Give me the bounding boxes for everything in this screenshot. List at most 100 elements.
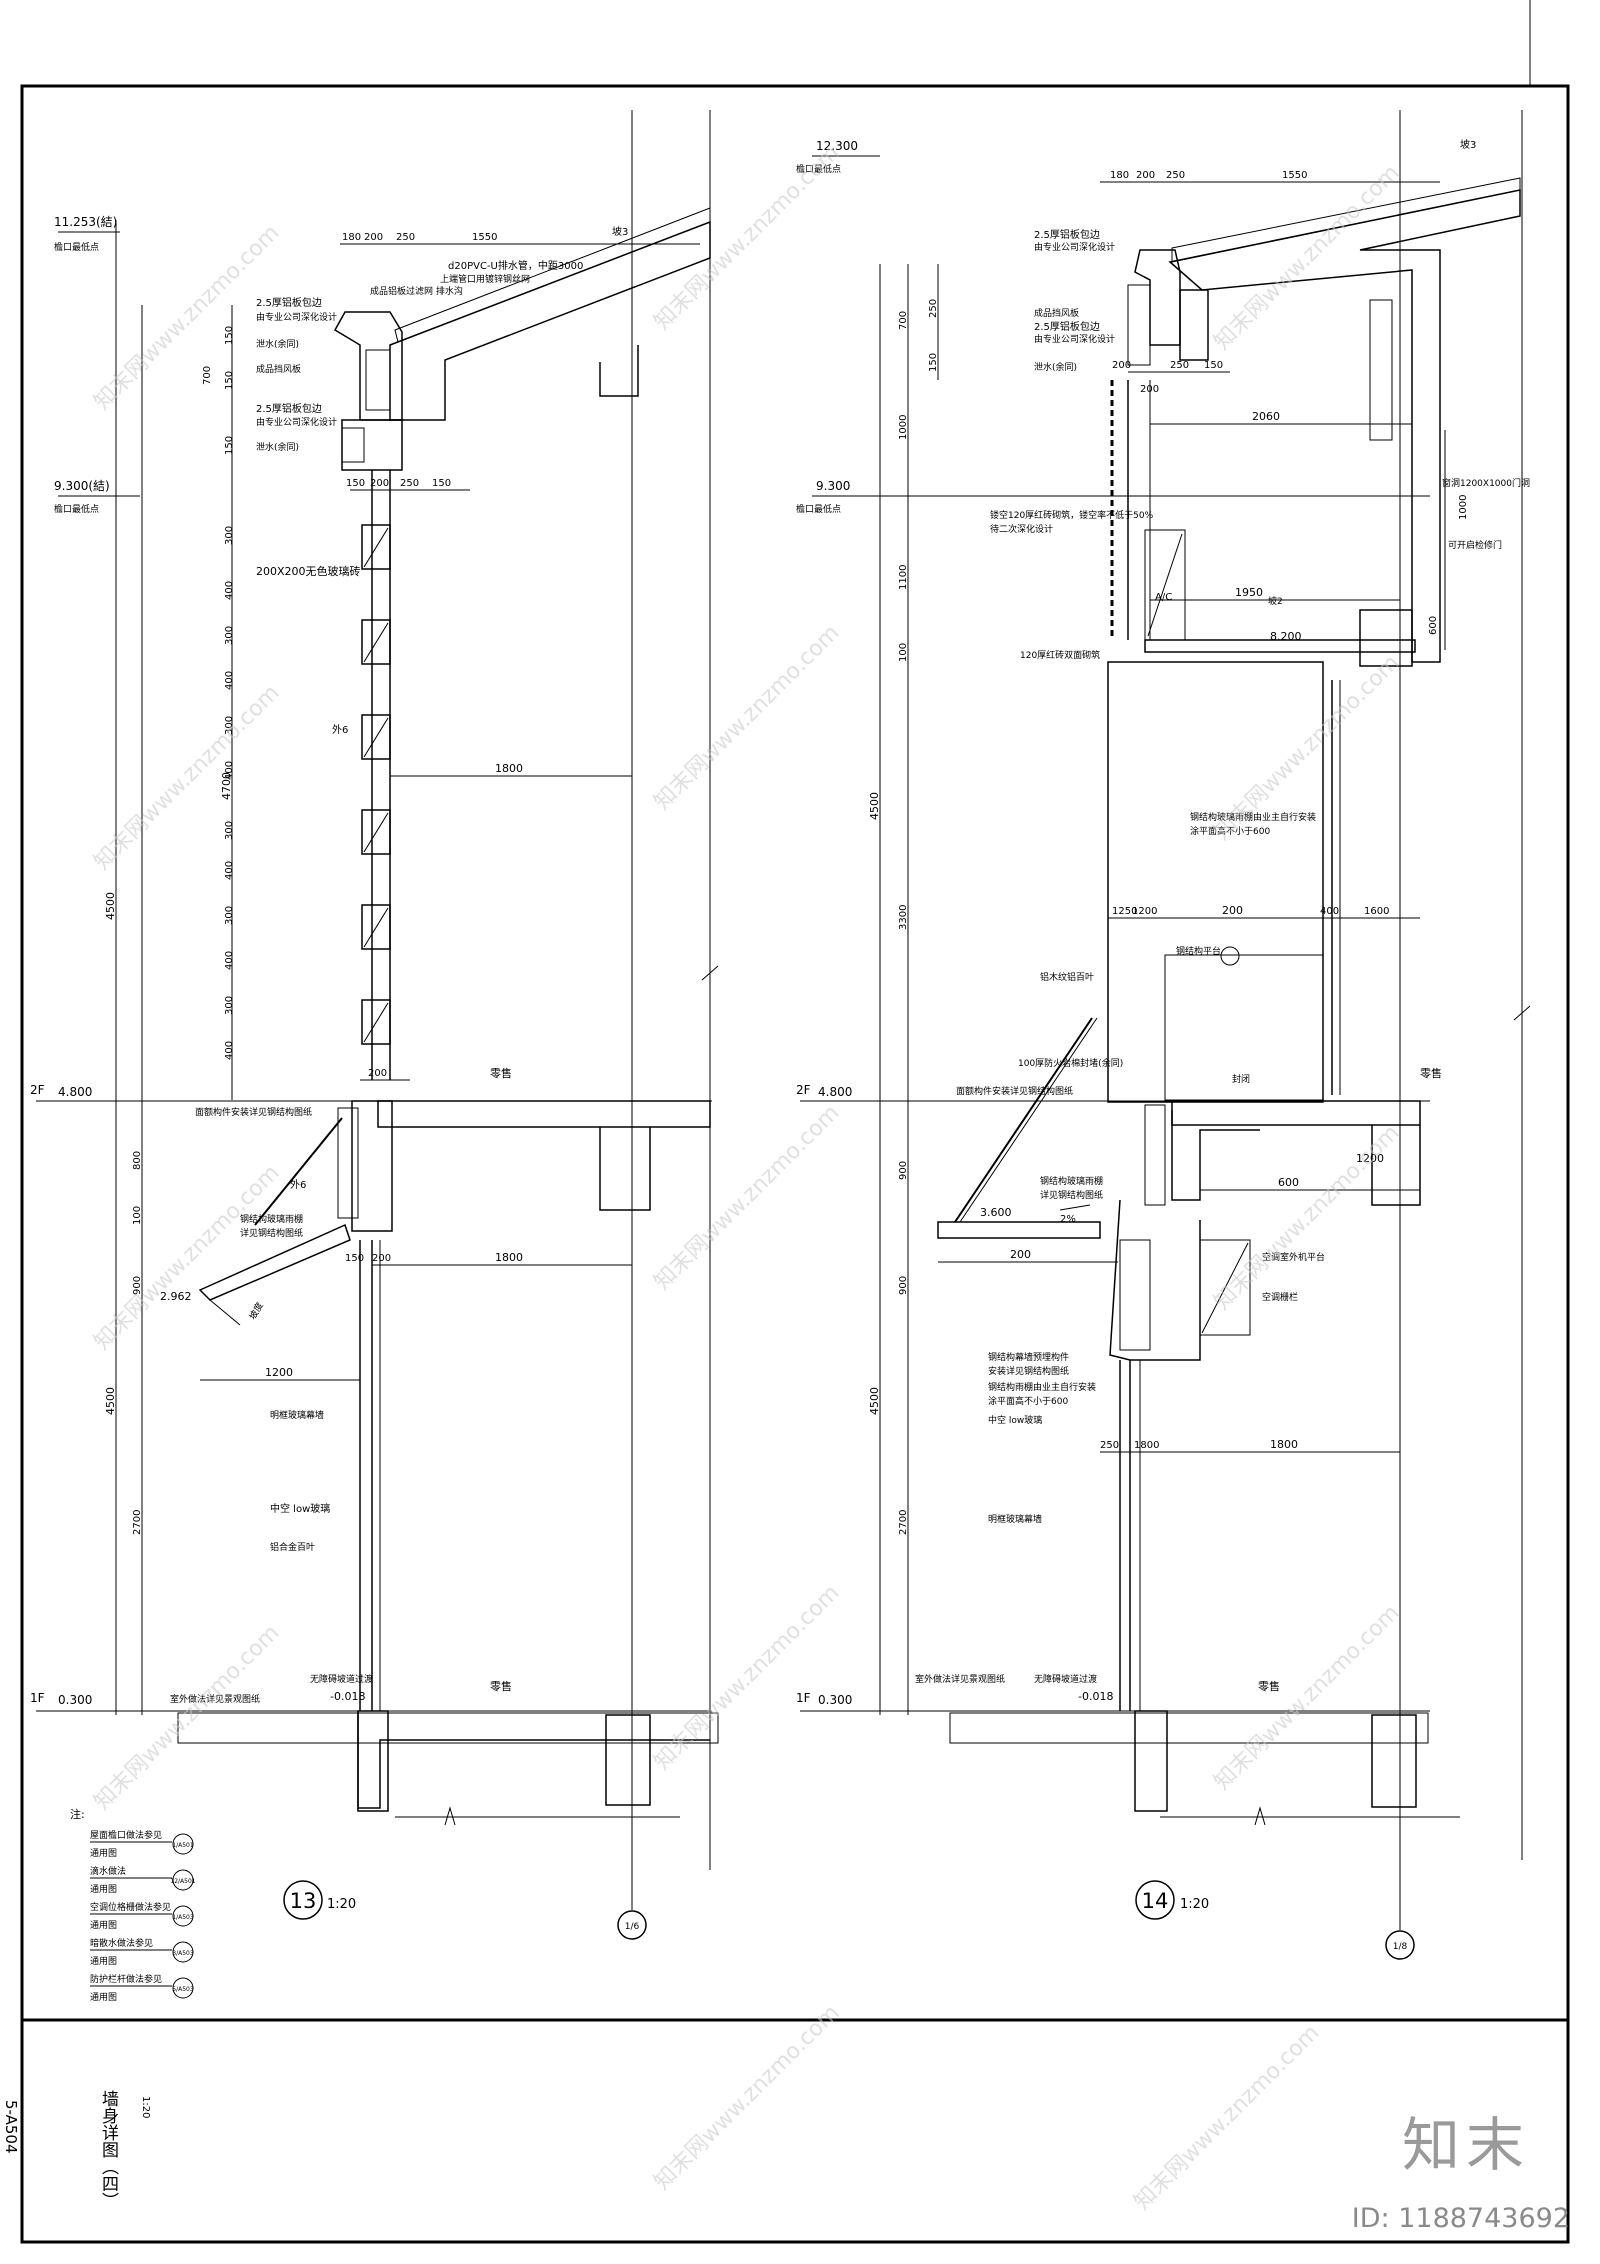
svg-text:400: 400: [224, 1041, 235, 1060]
svg-text:空调位格栅做法参见: 空调位格栅做法参见: [90, 1901, 171, 1913]
note-item-5: 防护栏杆做法参见 通用图 5/A503: [90, 1973, 194, 2003]
svg-text:100: 100: [132, 1206, 143, 1225]
svg-text:4.800: 4.800: [818, 1085, 852, 1099]
svg-text:400: 400: [224, 951, 235, 970]
svg-text:坡度: 坡度: [246, 1300, 265, 1322]
svg-text:9.300(結): 9.300(結): [54, 479, 110, 493]
dim-13-outer-4500b: 4500: [104, 1387, 117, 1415]
dim-13-200-slab: 200: [368, 1068, 387, 1079]
svg-text:滴水做法: 滴水做法: [90, 1865, 126, 1877]
svg-text:檐口最低点: 檐口最低点: [796, 163, 841, 175]
svg-text:安装详见钢结构图纸: 安装详见钢结构图纸: [988, 1365, 1069, 1377]
svg-text:120厚红砖双面砌筑: 120厚红砖双面砌筑: [1020, 649, 1100, 661]
svg-text:150: 150: [224, 371, 235, 390]
sheet-scale: 1:20: [140, 2096, 151, 2119]
brick-wall-14: 1250 1200 200 400 1600: [1107, 661, 1420, 1103]
svg-text:2F: 2F: [796, 1083, 811, 1097]
svg-text:无障碍坡道过渡: 无障碍坡道过渡: [310, 1673, 373, 1685]
svg-text:防护栏杆做法参见: 防护栏杆做法参见: [90, 1973, 162, 1985]
svg-text:通用图: 通用图: [90, 1992, 117, 2003]
general-notes: 注: 屋面檐口做法参见 通用图 1/A501 滴水做法 通用图 12/A501 …: [70, 1807, 196, 2003]
svg-text:明框玻璃幕墙: 明框玻璃幕墙: [988, 1513, 1042, 1525]
svg-text:零售: 零售: [490, 1066, 512, 1080]
dims-top-13: 180 200 250 1550: [340, 232, 700, 245]
svg-text:400: 400: [1320, 906, 1339, 917]
svg-text:11.253(結): 11.253(結): [54, 215, 117, 229]
detail-number-13: 13: [290, 1889, 317, 1913]
curtain-wall-1f-13: 150 200 1800 1200: [200, 1240, 632, 1711]
svg-text:200: 200: [364, 232, 383, 243]
svg-text:3/A503: 3/A503: [172, 1950, 194, 1957]
svg-text:200: 200: [1140, 384, 1159, 395]
svg-text:1/A503: 1/A503: [172, 1914, 194, 1921]
svg-text:详见钢结构图纸: 详见钢结构图纸: [1040, 1189, 1103, 1201]
svg-text:2700: 2700: [898, 1510, 909, 1535]
brand-logo: 知末: [1401, 2111, 1530, 2179]
svg-text:屋面檐口做法参见: 屋面檐口做法参见: [90, 1829, 162, 1841]
svg-text:1200: 1200: [1356, 1152, 1384, 1165]
elevation-markers-14: 12.300 檐口最低点 9.300 檐口最低点 8.200 2F 4.800 …: [796, 139, 1430, 1712]
svg-text:2.5厚铝板包边: 2.5厚铝板包边: [1034, 320, 1100, 333]
svg-text:250: 250: [1166, 170, 1185, 181]
svg-text:涂平面高不小于600: 涂平面高不小于600: [1190, 825, 1270, 837]
wall-section-13: 1/6 4500 4500 4700 800 100 900 2700 700 …: [30, 110, 719, 1940]
svg-text:1/A501: 1/A501: [172, 1842, 194, 1849]
svg-text:4.800: 4.800: [58, 1085, 92, 1099]
svg-text:1550: 1550: [472, 232, 497, 243]
svg-text:通用图: 通用图: [90, 1884, 117, 1895]
svg-text:铝木纹铝百叶: 铝木纹铝百叶: [1040, 971, 1094, 983]
upper-wall-13: 1800 150 200 250 150: [346, 470, 632, 1080]
svg-text:室外做法详见景观图纸: 室外做法详见景观图纸: [915, 1673, 1005, 1685]
svg-text:800: 800: [132, 1151, 143, 1170]
note-item-4: 暗散水做法参见 通用图 3/A503: [90, 1937, 194, 1967]
canopy-and-ac-14: 2% 200: [937, 1017, 1251, 1361]
svg-text:-0.018: -0.018: [1078, 1690, 1113, 1703]
svg-text:成品铝板过滤网 排水沟: 成品铝板过滤网 排水沟: [370, 285, 463, 297]
svg-text:9.300: 9.300: [816, 479, 850, 493]
svg-text:300: 300: [224, 906, 235, 925]
ground-1f-14: [949, 1710, 1460, 1826]
svg-text:檐口最低点: 檐口最低点: [54, 241, 99, 253]
svg-text:成品挡风板: 成品挡风板: [1034, 307, 1079, 319]
svg-text:0.300: 0.300: [818, 1693, 852, 1707]
svg-text:空调室外机平台: 空调室外机平台: [1262, 1251, 1325, 1263]
detail-bubble-14: [1135, 1880, 1175, 1920]
svg-text:1800: 1800: [1270, 1438, 1298, 1451]
svg-text:400: 400: [224, 761, 235, 780]
svg-text:300: 300: [224, 821, 235, 840]
svg-text:-0.018: -0.018: [330, 1690, 365, 1703]
svg-text:由专业公司深化设计: 由专业公司深化设计: [1034, 241, 1115, 253]
svg-text:150: 150: [345, 1253, 364, 1264]
svg-text:坡3: 坡3: [612, 225, 628, 238]
floor-slab-2f-14: 600 1200: [1144, 1100, 1421, 1206]
svg-text:200: 200: [1010, 1248, 1031, 1261]
svg-text:钢结构平台: 钢结构平台: [1176, 945, 1221, 957]
svg-text:400: 400: [224, 581, 235, 600]
svg-text:通用图: 通用图: [90, 1920, 117, 1931]
svg-text:涂平面高不小于600: 涂平面高不小于600: [988, 1395, 1068, 1407]
svg-text:1600: 1600: [1364, 906, 1389, 917]
curtain-wall-1f-14: 250 1800 1800: [1100, 1360, 1400, 1711]
svg-text:窗洞1200X1000门洞: 窗洞1200X1000门洞: [1442, 477, 1530, 489]
svg-text:A/C: A/C: [1155, 592, 1172, 603]
dim-14-inner-stack: 700 250 150 1000 1100 100 3300 900 900 2…: [898, 299, 939, 1535]
upper-room-14: 2060 1950 A/C 坡2 200 250 150 200 1000 60…: [1110, 360, 1469, 667]
svg-text:上端管口用镀锌钢丝网: 上端管口用镀锌钢丝网: [440, 273, 530, 285]
svg-text:1100: 1100: [898, 565, 909, 590]
detail-number-14: 14: [1142, 1889, 1169, 1913]
svg-text:零售: 零售: [490, 1679, 512, 1693]
svg-text:180: 180: [1110, 170, 1129, 181]
notes-heading: 注:: [70, 1807, 85, 1821]
glass-canopy-13: [198, 1117, 351, 1326]
floor-slab-2f-13: 200: [337, 1068, 711, 1232]
svg-text:4500: 4500: [868, 792, 881, 820]
grid-axis-label-14: 1/8: [1393, 1942, 1408, 1952]
svg-text:150: 150: [432, 478, 451, 489]
svg-text:1250: 1250: [1112, 906, 1137, 917]
svg-text:100厚防火岩棉封堵(余同): 100厚防火岩棉封堵(余同): [1018, 1057, 1123, 1069]
svg-text:泄水(余同): 泄水(余同): [1034, 361, 1077, 373]
svg-text:12.300: 12.300: [816, 139, 858, 153]
svg-text:250: 250: [928, 299, 939, 318]
svg-text:150: 150: [224, 436, 235, 455]
svg-text:1550: 1550: [1282, 170, 1307, 181]
